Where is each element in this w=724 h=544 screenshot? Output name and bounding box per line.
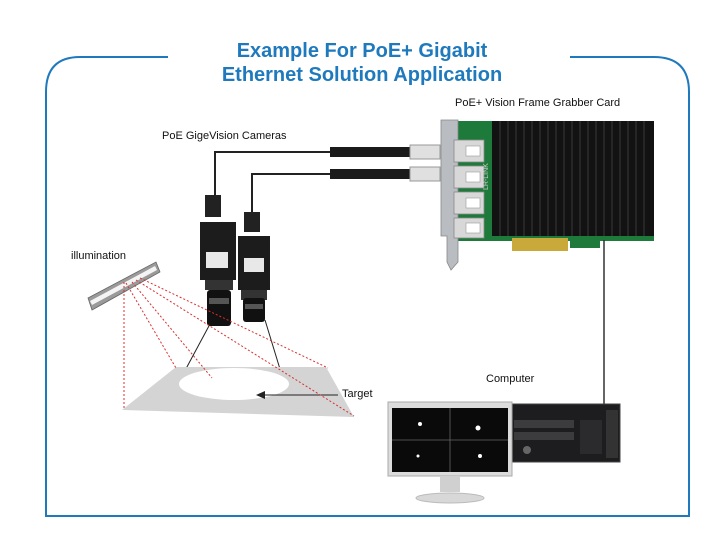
title-line-2: Ethernet Solution Application (221, 64, 503, 86)
camera-right (238, 212, 270, 322)
frame-grabber-label: PoE+ Vision Frame Grabber Card (455, 97, 621, 109)
frame-border (45, 56, 690, 517)
target-plate (122, 367, 354, 417)
card-brand-label: LR-LINK (483, 163, 490, 190)
camera-left (200, 195, 236, 326)
computer-label: Computer (486, 373, 535, 385)
target-label: Target (342, 388, 373, 400)
computer-case (505, 403, 621, 463)
title-line-1: Example For PoE+ Gigabit (236, 40, 488, 62)
cameras-label: PoE GigeVision Cameras (162, 130, 287, 142)
ethernet-cables (214, 144, 605, 406)
monitor (387, 401, 513, 504)
illumination-label: illumination (71, 250, 127, 262)
illumination-light (87, 261, 355, 417)
frame-grabber-card: LR-LINK (440, 119, 654, 271)
